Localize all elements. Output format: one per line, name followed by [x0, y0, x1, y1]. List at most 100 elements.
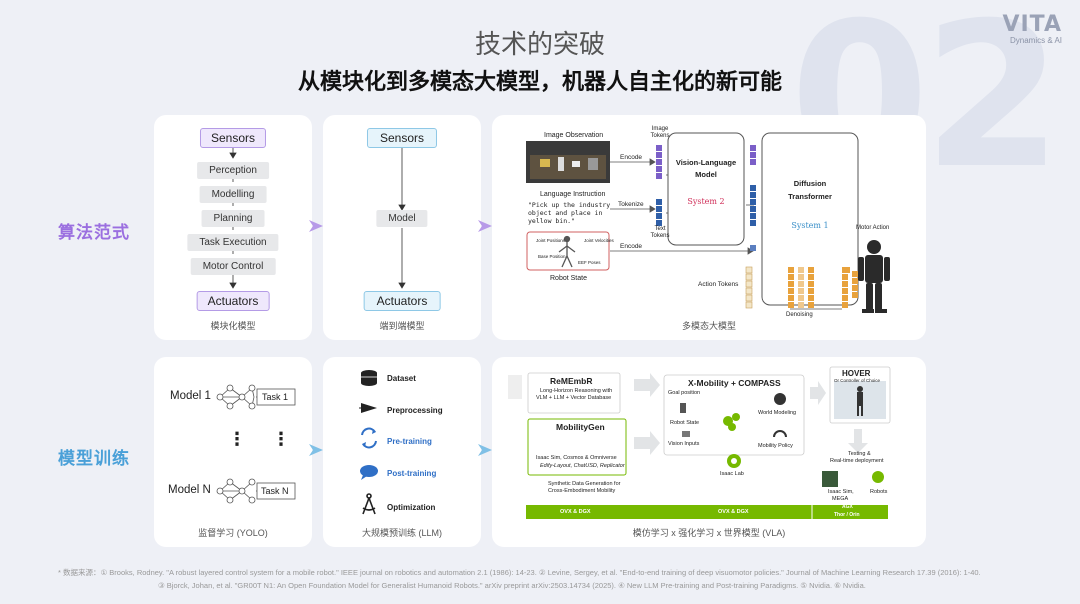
remembr-desc: Long-Horizon Reasoning with: [540, 388, 613, 394]
page-subtitle: 从模块化到多模态大模型，机器人自主化的新可能: [297, 69, 782, 94]
llm-step-label: Dataset: [387, 374, 416, 383]
robot-state-label: Robot State: [670, 420, 700, 426]
isaac-sim-label: MEGA: [832, 496, 849, 502]
agx-label: AGX: [842, 504, 853, 510]
synthetic-desc: Synthetic Data Generation for: [548, 481, 621, 487]
logo-tagline: Dynamics & AI: [1009, 36, 1062, 45]
llm-step-label: Preprocessing: [387, 406, 443, 415]
card-caption: 多模态大模型: [681, 321, 736, 331]
logo: VITA Dynamics & AI: [1002, 12, 1062, 46]
cycle-icon: [361, 427, 377, 449]
chevron-right-icon: [478, 220, 492, 232]
image-observation-label: Image Observation: [544, 132, 604, 139]
modular-model-card: Sensors Perception Modelling Planning Ta…: [154, 115, 312, 340]
llm-step-label: Post-training: [387, 469, 437, 478]
state-label: EEF Poses: [578, 260, 601, 265]
footnote-line: * 数据来源：① Brooks, Rodney. "A robust layer…: [58, 568, 981, 577]
mobilitygen-title: MobilityGen: [556, 422, 605, 432]
supervised-learning-card: Model 1 Task 1 ⋮ ⋮ Model N Task N 监督学习 (…: [154, 357, 312, 547]
llm-pretraining-card: Dataset Preprocessing Pre-training Post-…: [323, 357, 481, 547]
row-label-training: 模型训练: [58, 449, 130, 468]
testing-label: Testing &: [848, 451, 871, 457]
state-label: Joint Positions: [536, 238, 566, 243]
multimodal-model-card: Image Observation Language Instruction "…: [492, 115, 926, 340]
card-caption: 端到端模型: [379, 321, 425, 331]
task-1-label: Task 1: [262, 392, 289, 402]
funnel-icon: [359, 403, 377, 413]
remembr-title: ReMEmbR: [550, 376, 593, 386]
model-1-label: Model 1: [170, 390, 211, 402]
flow-arrows: [398, 147, 406, 289]
page-title: 技术的突破: [474, 29, 605, 59]
dit-title: Diffusion Transformer: [788, 179, 832, 201]
ovx-dgx-label: OVX & DGX: [718, 509, 749, 515]
world-modeling-label: World Modeling: [758, 410, 797, 416]
agx-label: Thor / Orin: [834, 512, 860, 518]
mobility-policy-label: Mobility Policy: [758, 443, 793, 449]
denoising-label: Denoising: [786, 312, 813, 318]
step-icons: [359, 370, 378, 515]
remembr-desc: VLM + LLM + Vector Database: [536, 395, 612, 401]
database-icon: [361, 370, 377, 386]
image-tokens-label: Image Tokens: [650, 126, 670, 139]
ovx-dgx-label: OVX & DGX: [560, 509, 591, 515]
text-tokens-label: Text Tokens: [650, 226, 670, 239]
isaac-lab-label: Isaac Lab: [720, 471, 744, 477]
motor-action-label: Motor Action: [856, 225, 890, 231]
hover-title: HOVER: [842, 369, 871, 378]
ellipsis-dots: ⋮: [228, 429, 246, 449]
tokenize-label: Tokenize: [618, 201, 644, 208]
encode-label: Encode: [620, 243, 643, 250]
actuators-box: Actuators: [196, 291, 270, 311]
gr00t-architecture-diagram: [526, 132, 890, 313]
goal-position-label: Goal position: [668, 390, 701, 396]
chevron-right-icon: [309, 444, 323, 456]
task-n-label: Task N: [261, 486, 289, 496]
state-label: Base Position: [538, 254, 566, 259]
sensors-box: Sensors: [199, 128, 267, 148]
isaac-sim-label: Isaac Sim,: [828, 489, 854, 495]
chat-icon: [360, 465, 378, 480]
llm-step-label: Pre-training: [387, 437, 432, 446]
mobilitygen-desc: Edify-Layout, ChatUSD, Replicator: [540, 463, 625, 469]
logo-wordmark: VITA: [1002, 12, 1062, 37]
nvidia-pipeline-diagram: [508, 366, 891, 519]
vision-inputs-label: Vision Inputs: [668, 441, 700, 447]
actuators-box: Actuators: [363, 291, 441, 311]
planning-step: Planning: [201, 210, 265, 227]
perception-step: Perception: [197, 162, 269, 179]
network-diagram: [216, 384, 296, 504]
prompt-line: object and place in: [528, 209, 603, 217]
task-execution-step: Task Execution: [187, 234, 279, 251]
model-box: Model: [376, 210, 428, 227]
prompt-line: yellow bin.": [528, 217, 575, 225]
card-caption: 模仿学习 x 强化学习 x 世界模型 (VLA): [632, 528, 786, 538]
prompt-line: "Pick up the industry: [528, 201, 611, 209]
chevron-right-icon: [478, 444, 492, 456]
vlm-title: Vision-Language Model: [675, 158, 737, 179]
language-instruction-label: Language Instruction: [540, 191, 606, 198]
encode-label: Encode: [620, 154, 643, 161]
hover-subtitle: Or Controller of Choice: [834, 378, 881, 383]
sensors-box: Sensors: [366, 128, 438, 148]
mobilitygen-desc: Isaac Sim, Cosmos & Omniverse: [536, 455, 617, 461]
card-caption: 大规模预训练 (LLM): [361, 528, 442, 538]
end-to-end-model-card: Sensors Model Actuators 端到端模型: [323, 115, 481, 340]
compass-icon: [362, 493, 376, 515]
action-tokens-label: Action Tokens: [698, 281, 739, 288]
system-1-label: System 1: [791, 221, 829, 230]
llm-step-label: Optimization: [387, 503, 436, 512]
footnote-line: ③ Bjorck, Johan, et al. "GR00T N1: An Op…: [158, 581, 866, 590]
testing-label: Real-time deployment: [830, 458, 884, 464]
modelling-step: Modelling: [199, 186, 267, 203]
robots-label: Robots: [870, 489, 888, 495]
xmobility-title: X-Mobility + COMPASS: [688, 378, 781, 388]
row-label-algorithm: 算法范式: [58, 223, 130, 242]
ellipsis-dots: ⋮: [272, 429, 290, 449]
chevron-right-icon: [309, 220, 323, 232]
state-label: Joint Velocities: [584, 238, 614, 243]
vla-pipeline-card: ReMEmbR Long-Horizon Reasoning with VLM …: [492, 357, 926, 547]
motor-control-step: Motor Control: [190, 258, 276, 275]
card-caption: 模块化模型: [210, 321, 256, 331]
robot-state-label: Robot State: [550, 275, 587, 282]
